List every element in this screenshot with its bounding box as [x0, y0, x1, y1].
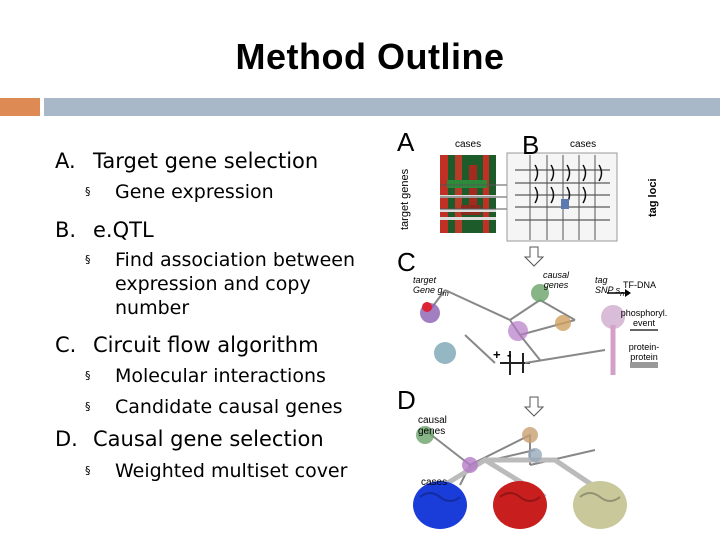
outline-heading: Target gene selection — [93, 149, 319, 173]
tag-snp-label: tag SNP sn — [595, 275, 625, 298]
outline-subitem: §Candidate causal genes — [85, 396, 343, 418]
outline-subitem: §Gene expression — [85, 181, 274, 203]
outline-letter: C. — [55, 333, 77, 357]
tf-dna-label: TF-DNA — [623, 280, 656, 290]
brain-icon — [413, 481, 467, 529]
protein-protein-label: protein-protein — [628, 342, 660, 362]
outline-heading: e.QTL — [93, 218, 154, 242]
phosphoryl-label: phosphoryl. event — [620, 308, 668, 328]
panel-label-b: B — [522, 130, 540, 160]
brain-icon — [573, 481, 627, 529]
tag-loci-panel — [506, 152, 618, 242]
panel-label-d: D — [397, 385, 416, 415]
minus-sign: - — [507, 347, 512, 362]
bullet-icon: § — [85, 185, 91, 198]
panel-label-c: C — [397, 247, 416, 277]
brain-icon — [493, 481, 547, 529]
header-band — [44, 98, 720, 116]
tag-loci-label: tag loci — [647, 178, 659, 217]
cases-label: cases — [455, 139, 482, 150]
bullet-icon: § — [85, 253, 91, 266]
outline-subitem: §Molecular interactions — [85, 365, 326, 387]
bullet-icon: § — [85, 400, 91, 413]
plus-sign: + — [493, 347, 501, 362]
outline-item-d: D. Causal gene selection — [55, 427, 324, 451]
causal-genes-label: causal genes — [418, 415, 447, 437]
outline-letter: B. — [55, 218, 77, 242]
accent-bar — [0, 98, 40, 116]
circuit-network — [420, 284, 658, 375]
target-genes-label: target genes — [399, 168, 411, 230]
figure-graphics — [413, 152, 658, 529]
outline-item-c: C. Circuit flow algorithm — [55, 333, 319, 357]
outline-letter: D. — [55, 427, 78, 451]
down-arrow-icon — [523, 246, 545, 417]
causal-genes-label: causal genes — [542, 270, 569, 290]
method-figure: A B C D cases cases target genes tag loc… — [385, 125, 720, 535]
outline-letter: A. — [55, 149, 76, 173]
causal-gene-network — [413, 426, 627, 529]
outline-subitem: §Find association between expression and… — [85, 249, 355, 319]
outline-subitem: §Weighted multiset cover — [85, 460, 348, 482]
outline-item-b: B. e.QTL — [55, 218, 154, 242]
panel-label-a: A — [397, 127, 415, 157]
cases-label: cases — [570, 139, 597, 150]
outline-heading: Causal gene selection — [93, 427, 324, 451]
bullet-icon: § — [85, 369, 91, 382]
cases-label: cases — [421, 477, 448, 488]
slide-title: Method Outline — [235, 36, 505, 77]
target-gene-label: target Gene gm — [413, 275, 449, 298]
outline-item-a: A. Target gene selection — [55, 149, 318, 173]
bullet-icon: § — [85, 464, 91, 477]
outline-heading: Circuit flow algorithm — [93, 333, 319, 357]
